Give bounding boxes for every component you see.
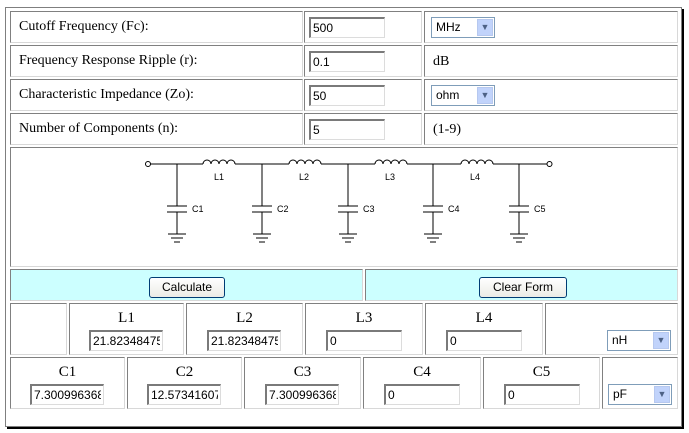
inductor-l2 <box>288 159 322 165</box>
clear-form-button[interactable]: Clear Form <box>479 277 567 298</box>
fc-input[interactable] <box>309 17 385 38</box>
n-label-cell: Number of Components (n): <box>10 113 303 145</box>
capacitor-c1 <box>167 164 187 243</box>
n-range: (1-9) <box>433 122 461 137</box>
result-c4-label: C4 <box>413 364 431 380</box>
inductor-unit-value: nH <box>612 333 628 347</box>
result-c1-cell: C1 <box>10 357 125 409</box>
schematic-cell: L1 L2 L3 L4 C1 C2 C3 C4 C5 <box>10 147 678 267</box>
result-c5-input[interactable] <box>504 384 580 405</box>
calculate-cell: Calculate <box>10 269 363 301</box>
result-l4-cell: L4 <box>425 303 543 355</box>
zo-label-cell: Characteristic Impedance (Zo): <box>10 79 303 111</box>
result-l2-label: L2 <box>236 310 253 326</box>
result-c4-input[interactable] <box>384 384 460 405</box>
output-terminal <box>546 161 553 167</box>
label-c4: C4 <box>448 204 460 214</box>
result-l1-input[interactable] <box>89 330 163 351</box>
fc-unit-value: MHz <box>436 20 461 34</box>
fc-label-cell: Cutoff Frequency (Fc): <box>10 11 303 43</box>
result-l2-cell: L2 <box>186 303 303 355</box>
result-l4-input[interactable] <box>446 330 522 351</box>
chevron-down-icon[interactable]: ▼ <box>477 19 493 36</box>
label-c2: C2 <box>277 204 289 214</box>
result-c3-cell: C3 <box>244 357 361 409</box>
result-l4-label: L4 <box>475 310 493 326</box>
result-l3-cell: L3 <box>305 303 423 355</box>
zo-input[interactable] <box>309 85 385 106</box>
capacitor-unit-value: pF <box>613 387 628 401</box>
inductor-l4 <box>460 159 494 165</box>
fc-input-cell <box>304 11 422 43</box>
chevron-down-icon[interactable]: ▼ <box>653 332 669 349</box>
ripple-unit-cell: dB <box>424 45 678 77</box>
result-c3-input[interactable] <box>265 384 339 405</box>
n-input-cell <box>304 113 422 145</box>
zo-label: Characteristic Impedance (Zo): <box>19 87 194 102</box>
inductor-l3 <box>374 159 408 165</box>
fc-unit-select[interactable]: MHz ▼ <box>431 17 495 38</box>
result-c3-label: C3 <box>293 364 312 380</box>
capacitor-unit-select[interactable]: pF ▼ <box>608 384 672 405</box>
label-l3: L3 <box>385 172 395 182</box>
result-l1-cell: L1 <box>69 303 184 355</box>
inductor-unit-cell: nH ▼ <box>545 303 678 355</box>
capacitor-c5 <box>509 164 529 243</box>
result-c1-input[interactable] <box>30 384 104 405</box>
result-c1-label: C1 <box>58 364 77 380</box>
inductor-l1 <box>202 159 236 165</box>
ripple-input-cell <box>304 45 422 77</box>
ripple-unit: dB <box>433 54 450 69</box>
input-terminal <box>145 161 151 167</box>
fc-label: Cutoff Frequency (Fc): <box>19 19 149 34</box>
n-input[interactable] <box>309 119 385 140</box>
result-c5-label: C5 <box>532 364 551 380</box>
n-unit-cell: (1-9) <box>424 113 678 145</box>
ripple-label-cell: Frequency Response Ripple (r): <box>10 45 303 77</box>
n-label: Number of Components (n): <box>19 121 179 136</box>
capacitor-c3 <box>338 164 358 243</box>
capacitor-c4 <box>423 164 443 243</box>
ripple-label: Frequency Response Ripple (r): <box>19 53 198 68</box>
inductor-row-spacer <box>10 303 67 355</box>
chevron-down-icon[interactable]: ▼ <box>477 87 493 104</box>
capacitor-unit-cell: pF ▼ <box>602 357 678 409</box>
ripple-input[interactable] <box>309 51 385 72</box>
calculate-button[interactable]: Calculate <box>149 277 225 298</box>
result-c2-cell: C2 <box>127 357 242 409</box>
zo-input-cell <box>304 79 422 111</box>
result-l3-input[interactable] <box>326 330 402 351</box>
result-c2-input[interactable] <box>147 384 221 405</box>
capacitor-c2 <box>252 164 272 243</box>
result-l3-label: L3 <box>355 310 373 326</box>
fc-unit-cell: MHz ▼ <box>424 11 678 43</box>
result-l2-input[interactable] <box>207 330 281 351</box>
zo-unit-value: ohm <box>436 88 460 102</box>
result-l1-label: L1 <box>118 310 135 326</box>
zo-unit-select[interactable]: ohm ▼ <box>431 85 495 106</box>
label-c5: C5 <box>534 204 546 214</box>
filter-calculator-panel: Cutoff Frequency (Fc): MHz ▼ Frequency R… <box>5 7 682 427</box>
label-c1: C1 <box>192 204 204 214</box>
chevron-down-icon[interactable]: ▼ <box>654 386 670 403</box>
result-c5-cell: C5 <box>483 357 600 409</box>
result-c4-cell: C4 <box>363 357 481 409</box>
clear-cell: Clear Form <box>365 269 678 301</box>
result-c2-label: C2 <box>175 364 194 380</box>
zo-unit-cell: ohm ▼ <box>424 79 678 111</box>
label-c3: C3 <box>363 204 375 214</box>
label-l4: L4 <box>470 172 480 182</box>
label-l2: L2 <box>299 172 309 182</box>
label-l1: L1 <box>214 172 224 182</box>
ladder-filter-schematic: L1 L2 L3 L4 C1 C2 C3 C4 C5 <box>145 159 553 243</box>
inductor-unit-select[interactable]: nH ▼ <box>607 330 671 351</box>
